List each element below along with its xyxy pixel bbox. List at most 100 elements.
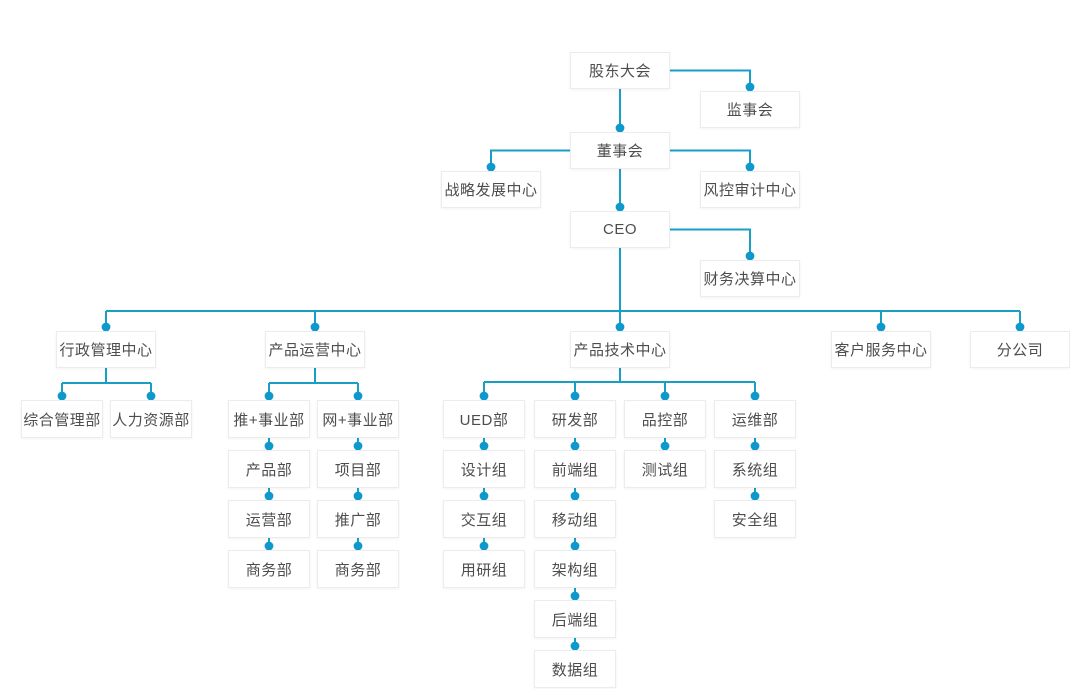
connector-dot: [745, 251, 755, 261]
connector-dot: [660, 441, 670, 451]
org-node-system-team: 系统组: [714, 450, 796, 488]
connector-dot: [745, 162, 755, 172]
connector-dot: [750, 391, 760, 401]
org-node-admin-center: 行政管理中心: [56, 331, 156, 368]
org-node-label: 用研组: [460, 561, 508, 579]
connector-dot: [479, 391, 489, 401]
connector-dot: [310, 322, 320, 332]
connector-dot: [479, 491, 489, 501]
org-node-supervisory-board: 监事会: [700, 91, 800, 128]
connector-dot: [570, 491, 580, 501]
org-node-finance-center: 财务决算中心: [700, 260, 800, 297]
org-node-label: 分公司: [996, 342, 1044, 359]
org-node-wang-division: 网+事业部: [317, 400, 399, 438]
connector-dot: [353, 491, 363, 501]
connector-dot: [660, 391, 670, 401]
connector-dot: [570, 441, 580, 451]
org-node-label: UED部: [459, 411, 509, 429]
connector-line: [490, 149, 570, 171]
connector-dot: [615, 123, 625, 133]
connector-dot: [750, 491, 760, 501]
org-node-label: 商务部: [245, 561, 293, 579]
connector-dot: [570, 641, 580, 651]
org-node-label: CEO: [602, 221, 637, 238]
connector-dot: [570, 591, 580, 601]
org-node-operation-dept: 运营部: [228, 500, 310, 538]
connector-dot: [750, 441, 760, 451]
org-node-label: 产品部: [245, 461, 293, 479]
org-node-security-team: 安全组: [714, 500, 796, 538]
org-node-test-team: 测试组: [624, 450, 706, 488]
org-node-om-dept: 运维部: [714, 400, 796, 438]
org-node-label: 综合管理部: [23, 411, 101, 429]
org-node-label: 前端组: [551, 461, 599, 479]
connector-dot: [353, 441, 363, 451]
org-node-ued-dept: UED部: [443, 400, 525, 438]
org-node-risk-audit-center: 风控审计中心: [700, 171, 800, 208]
org-node-label: 交互组: [460, 511, 508, 529]
connector-dot: [264, 541, 274, 551]
connector-dot: [615, 322, 625, 332]
connector-line: [670, 228, 751, 260]
org-node-label: 数据组: [551, 661, 599, 679]
org-node-customer-service-center: 客户服务中心: [831, 331, 931, 368]
org-node-user-research-team: 用研组: [443, 550, 525, 588]
org-node-label: 项目部: [334, 461, 382, 479]
org-node-architecture-team: 架构组: [534, 550, 616, 588]
org-node-general-mgmt-dept: 综合管理部: [21, 400, 103, 438]
connector-dot: [146, 391, 156, 401]
connector-dot: [615, 202, 625, 212]
connector-dot: [264, 391, 274, 401]
org-node-label: 安全组: [731, 511, 779, 529]
org-node-label: 人力资源部: [112, 411, 190, 429]
connector-dot: [876, 322, 886, 332]
org-node-label: 战略发展中心: [444, 182, 538, 199]
org-node-strategy-center: 战略发展中心: [441, 171, 541, 208]
org-node-label: 股东大会: [588, 63, 651, 80]
org-node-label: 运维部: [731, 411, 779, 429]
org-node-promotion-dept: 推广部: [317, 500, 399, 538]
org-node-branch-company: 分公司: [970, 331, 1070, 368]
org-node-label: 产品运营中心: [268, 342, 362, 359]
connector-dot: [353, 541, 363, 551]
org-node-label: 风控审计中心: [703, 182, 797, 199]
org-node-label: 网+事业部: [322, 411, 394, 429]
org-node-label: 行政管理中心: [59, 342, 153, 359]
org-node-tui-division: 推+事业部: [228, 400, 310, 438]
org-node-product-tech-center: 产品技术中心: [570, 331, 670, 368]
org-node-label: 后端组: [551, 611, 599, 629]
org-node-label: 架构组: [551, 561, 599, 579]
org-node-qc-dept: 品控部: [624, 400, 706, 438]
connector-dot: [570, 541, 580, 551]
org-node-product-ops-center: 产品运营中心: [265, 331, 365, 368]
org-node-label: 监事会: [726, 102, 774, 119]
connector-dot: [264, 441, 274, 451]
org-node-label: 品控部: [641, 411, 689, 429]
org-node-label: 董事会: [596, 143, 644, 160]
org-node-business-dept-1: 商务部: [228, 550, 310, 588]
org-node-ceo: CEO: [570, 211, 670, 248]
org-node-interaction-team: 交互组: [443, 500, 525, 538]
connector-dot: [745, 82, 755, 92]
org-node-label: 系统组: [731, 461, 779, 479]
org-node-backend-team: 后端组: [534, 600, 616, 638]
connector-line: [670, 149, 751, 171]
org-node-label: 研发部: [551, 411, 599, 429]
org-node-design-team: 设计组: [443, 450, 525, 488]
connector-dot: [353, 391, 363, 401]
org-node-label: 产品技术中心: [573, 342, 667, 359]
org-node-project-dept: 项目部: [317, 450, 399, 488]
org-node-label: 推+事业部: [233, 411, 305, 429]
connector-dot: [570, 391, 580, 401]
org-node-label: 客户服务中心: [834, 342, 928, 359]
org-node-label: 设计组: [460, 461, 508, 479]
org-node-label: 推广部: [334, 511, 382, 529]
org-node-label: 测试组: [641, 461, 689, 479]
connector-dot: [479, 541, 489, 551]
org-node-frontend-team: 前端组: [534, 450, 616, 488]
org-node-board-of-directors: 董事会: [570, 132, 670, 169]
connector-dot: [101, 322, 111, 332]
org-node-label: 财务决算中心: [703, 271, 797, 288]
